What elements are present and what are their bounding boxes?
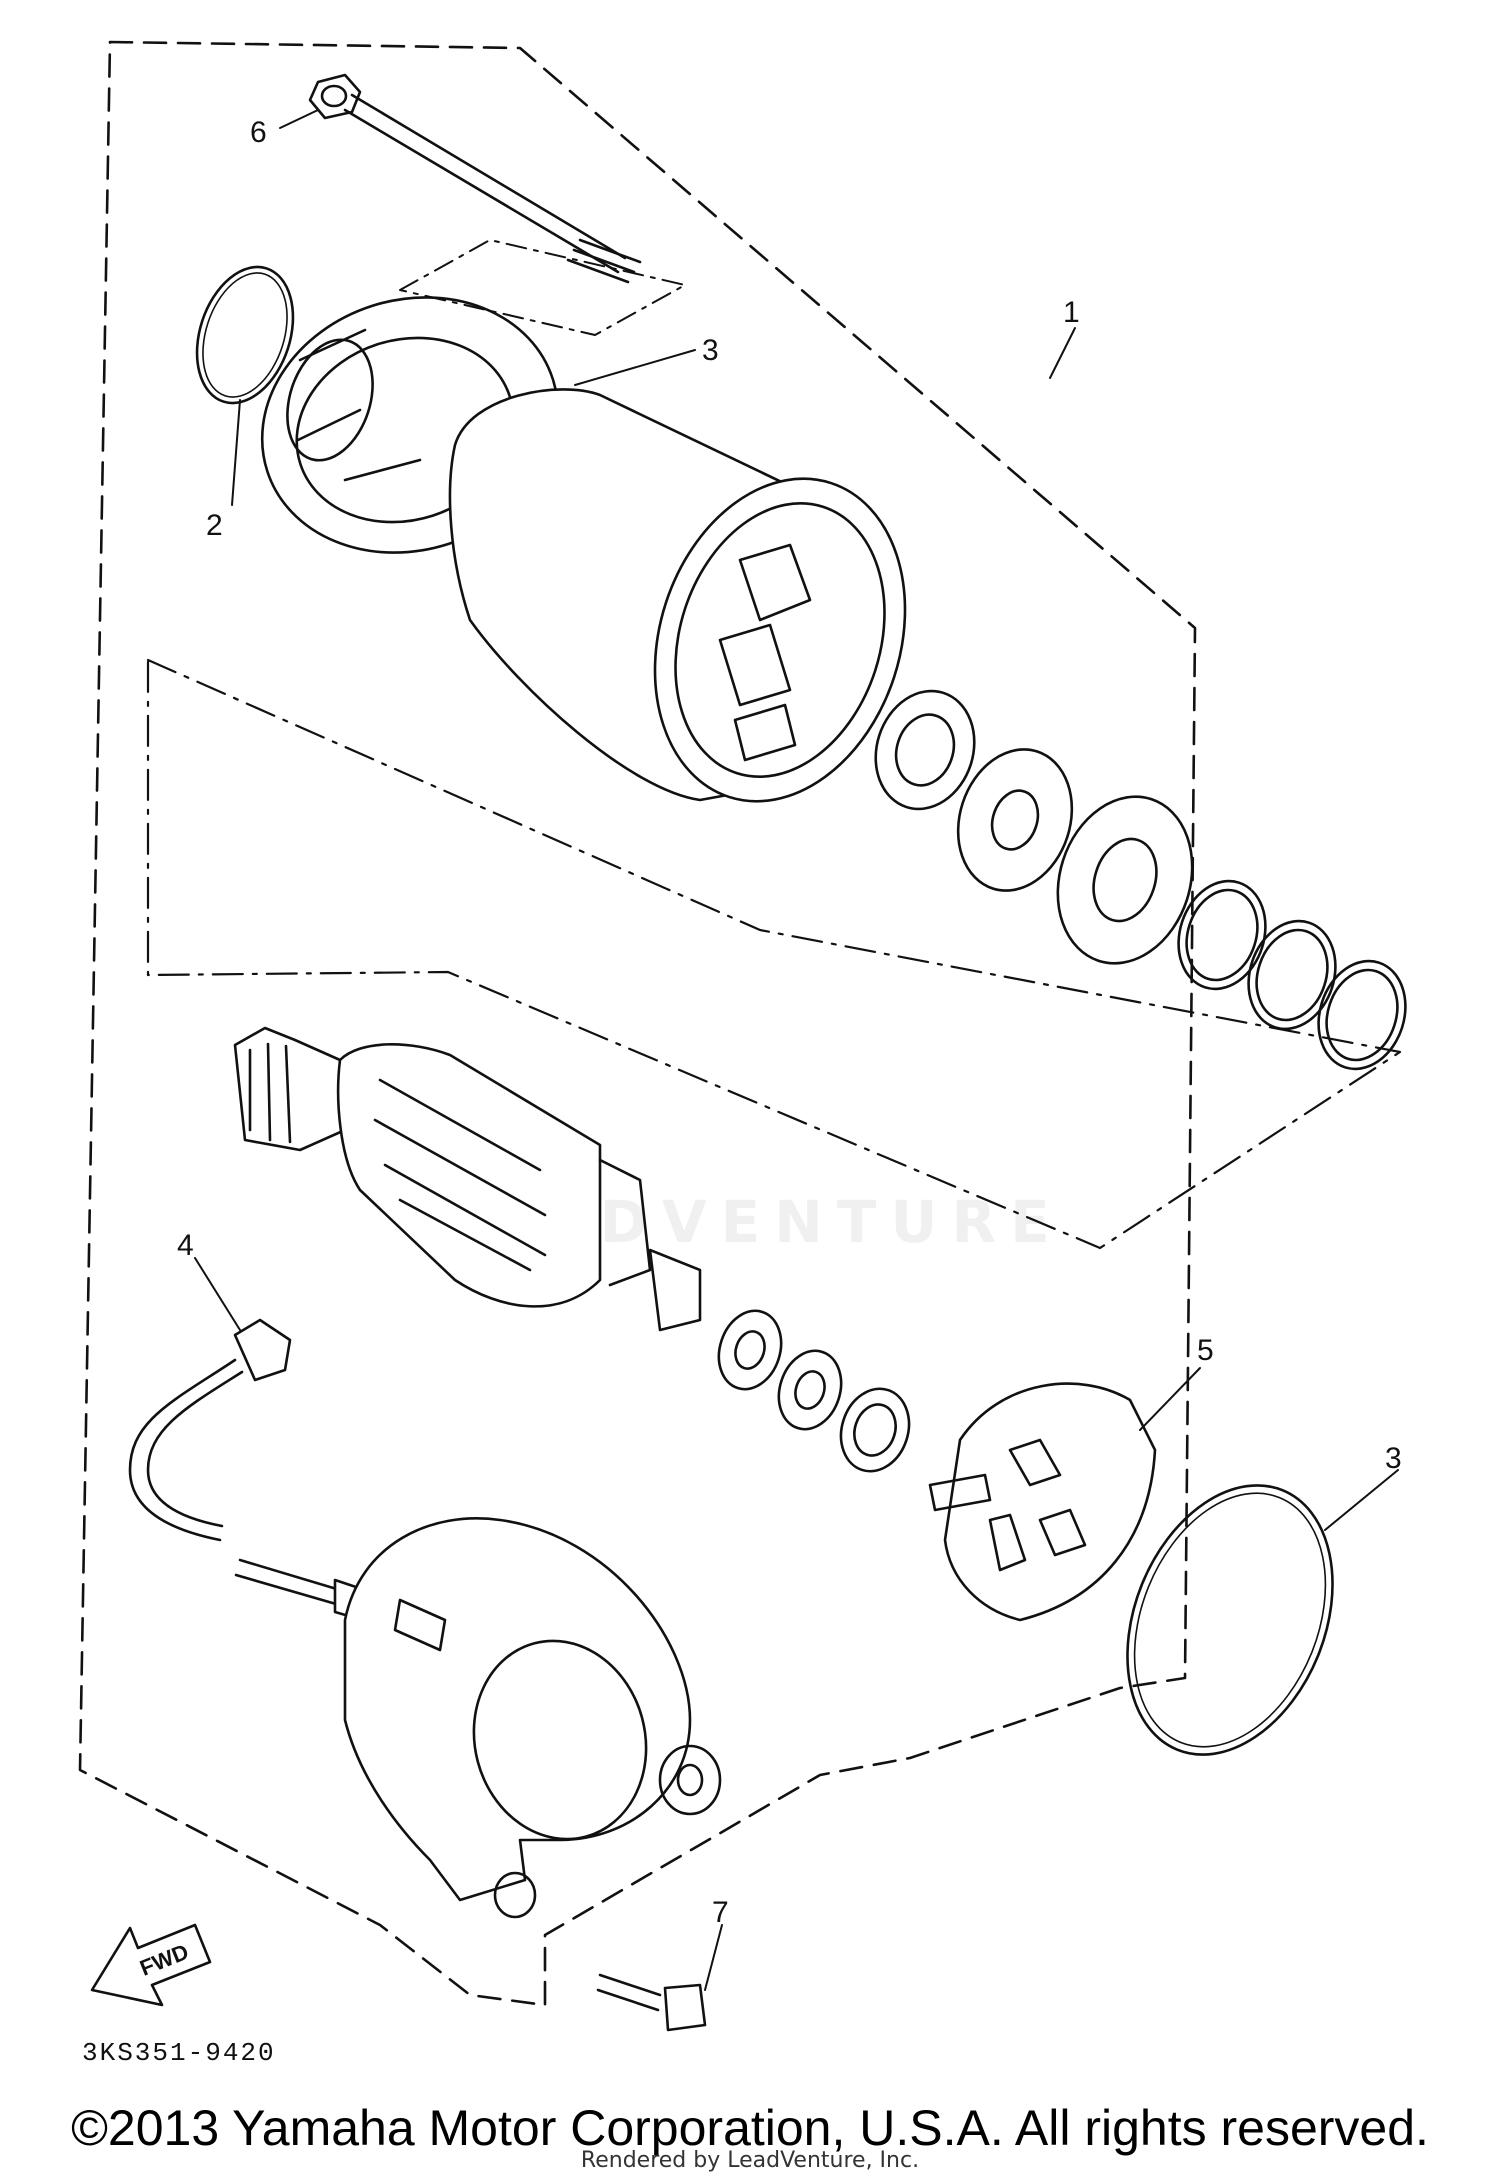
gasket-ring <box>1126 1484 1334 1756</box>
rendered-by-notice: Rendered by LeadVenture, Inc. <box>580 2148 920 2173</box>
callout-6: 6 <box>250 116 267 149</box>
callout-4: 4 <box>177 1229 194 1262</box>
fwd-arrow-icon: FWD <box>90 1923 212 2007</box>
copyright-notice: ©2013 Yamaha Motor Corporation, U.S.A. A… <box>71 2100 1429 2156</box>
inset-box <box>399 239 686 336</box>
callout-2: 2 <box>206 509 223 542</box>
yoke-housing <box>448 388 907 803</box>
callout-3-upper: 3 <box>702 334 719 367</box>
rear-cover <box>343 1517 722 1919</box>
callout-1: 1 <box>1063 296 1080 329</box>
leader-lines <box>194 109 1399 1991</box>
callout-5: 5 <box>1197 1334 1214 1367</box>
brush-holder <box>928 1382 1157 1622</box>
lead-wire <box>128 1318 382 1627</box>
diagram-code: 3KS351-9420 <box>82 2038 276 2068</box>
o-ring <box>195 265 295 405</box>
through-bolt <box>308 73 642 284</box>
assembly-boundary <box>78 40 1197 2007</box>
thrust-washers <box>717 1309 911 1473</box>
armature <box>233 1026 702 1332</box>
group-outline <box>146 658 1402 1250</box>
bearing-washer-stack <box>874 689 1407 1071</box>
front-cover <box>260 296 560 554</box>
callout-7: 7 <box>712 1896 729 1929</box>
callout-3-lower: 3 <box>1385 1442 1402 1475</box>
mounting-bolt <box>596 1973 707 2032</box>
